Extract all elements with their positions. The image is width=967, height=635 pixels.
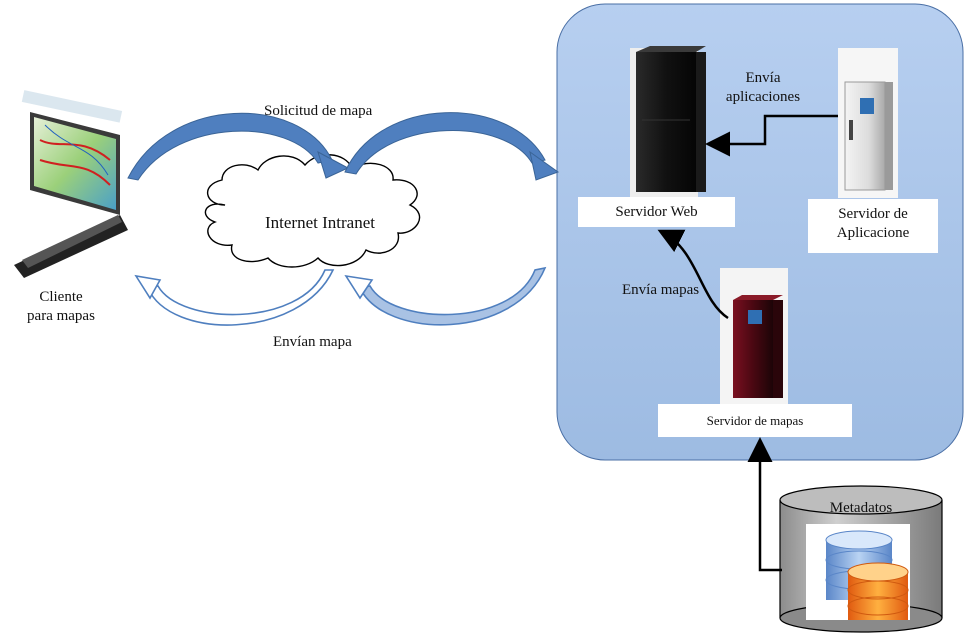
response-label: Envían mapa (273, 334, 352, 350)
client-label: Cliente para mapas (18, 288, 104, 326)
request-arrow-right (344, 112, 560, 181)
web-server-label: Servidor Web (615, 204, 698, 220)
metadata-arrow (747, 437, 782, 572)
app-server-label-box: Servidor de Aplicacione (808, 199, 938, 253)
server-tower-icon (630, 46, 706, 198)
sends-maps-arrow (657, 229, 729, 320)
web-server-label-box: Servidor Web (578, 197, 735, 227)
sends-apps-arrow (705, 114, 838, 157)
laptop-map-icon (14, 90, 128, 278)
sends-apps-label-line1: Envía (745, 70, 781, 86)
cloud-icon (204, 154, 421, 268)
database-cylinder-icon (779, 485, 943, 633)
request-arrow-left (127, 112, 350, 181)
sends-apps-label: Envía aplicaciones (708, 69, 818, 107)
metadata-label: Metadatos (829, 500, 893, 516)
internet-label: Internet Intranet (265, 213, 375, 232)
client-label-line1: Cliente (39, 289, 83, 305)
map-server-label-box: Servidor de mapas (658, 404, 852, 437)
response-arrow-left (134, 269, 335, 326)
sends-maps-label: Envía mapas (622, 281, 700, 299)
sends-apps-label-line2: aplicaciones (725, 89, 801, 105)
app-server-label-line2: Aplicacione (836, 225, 910, 241)
app-server-label-line1: Servidor de (838, 206, 908, 222)
response-arrow-right (344, 266, 547, 326)
request-label: Solicitud de mapa (264, 103, 373, 119)
server-tower-icon (720, 268, 788, 404)
server-tower-icon (838, 48, 898, 198)
client-label-line2: para mapas (27, 308, 95, 324)
map-server-label: Servidor de mapas (706, 413, 804, 428)
